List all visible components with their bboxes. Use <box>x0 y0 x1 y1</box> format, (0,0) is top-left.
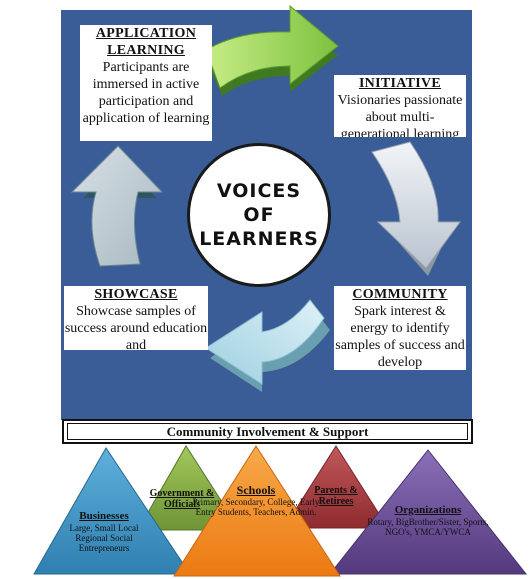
triangle-organizations <box>328 449 528 575</box>
group-businesses-text: Large, Small Local Regional Social Entre… <box>69 523 139 553</box>
cycle-arrows <box>70 4 461 392</box>
banner-label: Community Involvement & Support <box>166 423 369 439</box>
stage-showcase-title: SHOWCASE <box>94 287 178 302</box>
stage-initiative-title: INITIATIVE <box>358 76 442 91</box>
center-circle: VOICES OF LEARNERS <box>187 143 331 287</box>
triangle-government <box>137 445 241 531</box>
group-schools-label: Schools Primary, Secondary, College, Ear… <box>190 483 322 518</box>
stage-application-title: APPLICATION LEARNING <box>95 26 197 58</box>
stage-showcase-box: SHOWCASE Showcase samples of success aro… <box>64 286 208 350</box>
group-organizations-text: Rotary, BigBrother/Sister, Sports, NGO's… <box>367 517 489 537</box>
group-organizations-title: Organizations <box>394 504 462 516</box>
arrow-initiative-to-community <box>371 141 461 276</box>
center-title: VOICES OF LEARNERS <box>199 180 319 250</box>
banner-inner-border <box>67 423 468 440</box>
support-groups-triangles <box>33 445 528 577</box>
group-government-title: Government & Officials <box>149 488 215 510</box>
stage-showcase-text: Showcase samples of success around educa… <box>64 304 208 350</box>
stage-initiative-text: Visionaries passionate about multi-gener… <box>337 93 463 137</box>
group-government-label: Government & Officials <box>146 488 218 510</box>
stage-application-text: Participants are immersed in active part… <box>82 60 210 126</box>
group-parents-label: Parents & Retirees <box>300 485 372 507</box>
group-organizations-label: Organizations Rotary, BigBrother/Sister,… <box>362 504 494 537</box>
community-support-banner: Community Involvement & Support <box>62 419 473 444</box>
group-parents-title: Parents & Retirees <box>314 485 358 507</box>
group-businesses-label: Businesses Large, Small Local Regional S… <box>58 510 150 553</box>
stage-community-text: Spark interest & energy to identify samp… <box>335 304 465 370</box>
group-schools-text: Primary, Secondary, College, Early Entry… <box>192 497 320 517</box>
triangle-parents <box>283 445 389 529</box>
triangle-businesses <box>33 447 191 575</box>
stage-community-title: COMMUNITY <box>352 287 448 302</box>
stage-application-box: APPLICATION LEARNING Participants are im… <box>80 25 212 141</box>
group-schools-title: Schools <box>236 483 276 497</box>
stage-initiative-box: INITIATIVE Visionaries passionate about … <box>334 75 466 137</box>
group-businesses-title: Businesses <box>79 510 129 522</box>
arrow-showcase-to-application <box>70 145 164 267</box>
arrow-community-to-showcase <box>205 299 330 392</box>
triangle-schools <box>173 445 341 577</box>
stage-community-box: COMMUNITY Spark interest & energy to ide… <box>334 286 466 370</box>
arrow-application-to-initiative <box>205 4 339 96</box>
